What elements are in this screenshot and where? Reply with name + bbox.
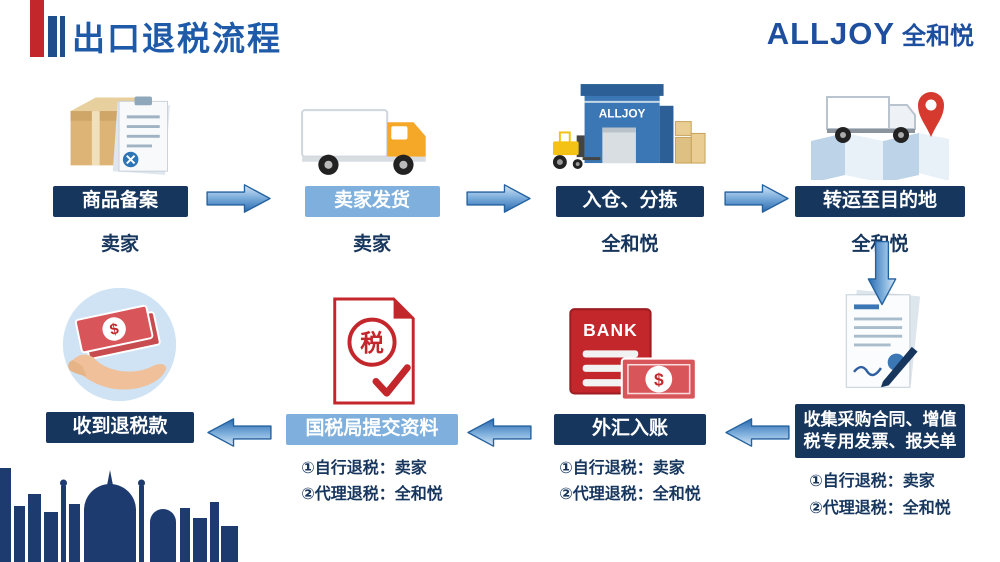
step-tax-bureau-submit: 税 国税局提交资料 ①自行退税：卖家 ②代理退税：全和悦 xyxy=(262,280,482,509)
bank-text: BANK xyxy=(583,320,638,340)
step-forex-receipt: BANK $ 外汇入账 ①自行退税：卖家 ②代理退税：全和悦 xyxy=(520,284,740,509)
dollar-text: $ xyxy=(108,321,120,339)
package-clipboard-icon xyxy=(70,96,170,175)
brand-logo-en: ALLJOY xyxy=(766,16,895,51)
header-blue-bar-1 xyxy=(48,16,57,57)
delivery-truck-icon xyxy=(301,109,426,175)
step-icon-area: BANK $ xyxy=(558,284,702,408)
step-icon-area xyxy=(827,282,933,398)
note-line: ②代理退税：全和悦 xyxy=(809,499,951,517)
header-red-bar xyxy=(30,0,44,57)
flow-arrow-left-3 xyxy=(207,418,272,447)
step-icon-area: ALLJOY xyxy=(551,68,709,180)
step-label: 入仓、分拣 xyxy=(556,186,704,217)
brand-logo-cn: 全和悦 xyxy=(902,23,974,50)
step-icon-area xyxy=(296,68,448,180)
header-blue-bar-2 xyxy=(60,16,65,57)
truck-map-pin-icon xyxy=(811,92,949,180)
step-receive-rebate: $ 收到退税款 xyxy=(10,280,230,443)
note-line: ①自行退税：卖家 xyxy=(559,460,685,477)
step-product-registration: 商品备案 卖家 xyxy=(10,68,230,256)
tax-document-seal-icon: 税 xyxy=(332,297,415,405)
flow-arrow-right-1 xyxy=(206,184,271,213)
step-notes: ①自行退税：卖家 ②代理退税：全和悦 xyxy=(301,456,443,509)
brand-logo: ALLJOY 全和悦 xyxy=(767,16,974,52)
note-line: ①自行退税：卖家 xyxy=(809,473,935,491)
step-collect-documents: 收集采购合同、增值税专用发票、报关单 ①自行退税：卖家 ②代理退税：全和悦 xyxy=(770,282,990,522)
dollar-text: $ xyxy=(654,369,664,389)
step-icon-area xyxy=(57,68,183,180)
step-label: 卖家发货 xyxy=(304,186,440,217)
note-line: ①自行退税：卖家 xyxy=(301,460,427,477)
warehouse-sign-text: ALLJOY xyxy=(599,107,646,121)
step-owner: 全和悦 xyxy=(601,234,659,255)
step-label: 国税局提交资料 xyxy=(286,414,458,445)
note-line: ②代理退税：全和悦 xyxy=(301,486,443,504)
step-label: 外汇入账 xyxy=(554,414,706,445)
city-skyline-silhouette xyxy=(0,468,238,562)
flow-arrow-down xyxy=(867,240,897,306)
flow-arrow-left-1 xyxy=(725,418,790,447)
flow-arrow-right-3 xyxy=(724,184,789,213)
warehouse-forklift-icon: ALLJOY xyxy=(552,84,706,169)
hand-receiving-money-icon: $ xyxy=(62,287,177,402)
step-icon-area: $ xyxy=(59,280,181,406)
step-warehouse-sorting: ALLJOY 入仓、分拣 全和悦 xyxy=(520,68,740,256)
flow-arrow-right-2 xyxy=(466,184,531,213)
step-notes: ①自行退税：卖家 ②代理退税：全和悦 xyxy=(559,456,701,509)
tax-seal-char: 税 xyxy=(360,329,384,356)
step-seller-ship: 卖家发货 卖家 xyxy=(262,68,482,256)
step-transfer-destination: 转运至目的地 全和悦 xyxy=(770,68,990,256)
step-label: 收到退税款 xyxy=(46,412,194,443)
step-owner: 卖家 xyxy=(100,234,139,255)
step-label: 商品备案 xyxy=(52,186,188,217)
step-icon-area: 税 xyxy=(321,280,424,408)
step-notes: ①自行退税：卖家 ②代理退税：全和悦 xyxy=(809,469,951,522)
note-line: ②代理退税：全和悦 xyxy=(559,486,701,504)
bank-passbook-money-icon: BANK $ xyxy=(569,308,697,401)
page-title: 出口退税流程 xyxy=(72,20,282,57)
flow-arrow-left-2 xyxy=(467,418,532,447)
step-label: 转运至目的地 xyxy=(795,186,965,217)
step-label: 收集采购合同、增值税专用发票、报关单 xyxy=(795,404,965,459)
step-icon-area xyxy=(805,68,955,180)
step-owner: 卖家 xyxy=(352,234,391,255)
contract-documents-icon xyxy=(845,289,921,388)
